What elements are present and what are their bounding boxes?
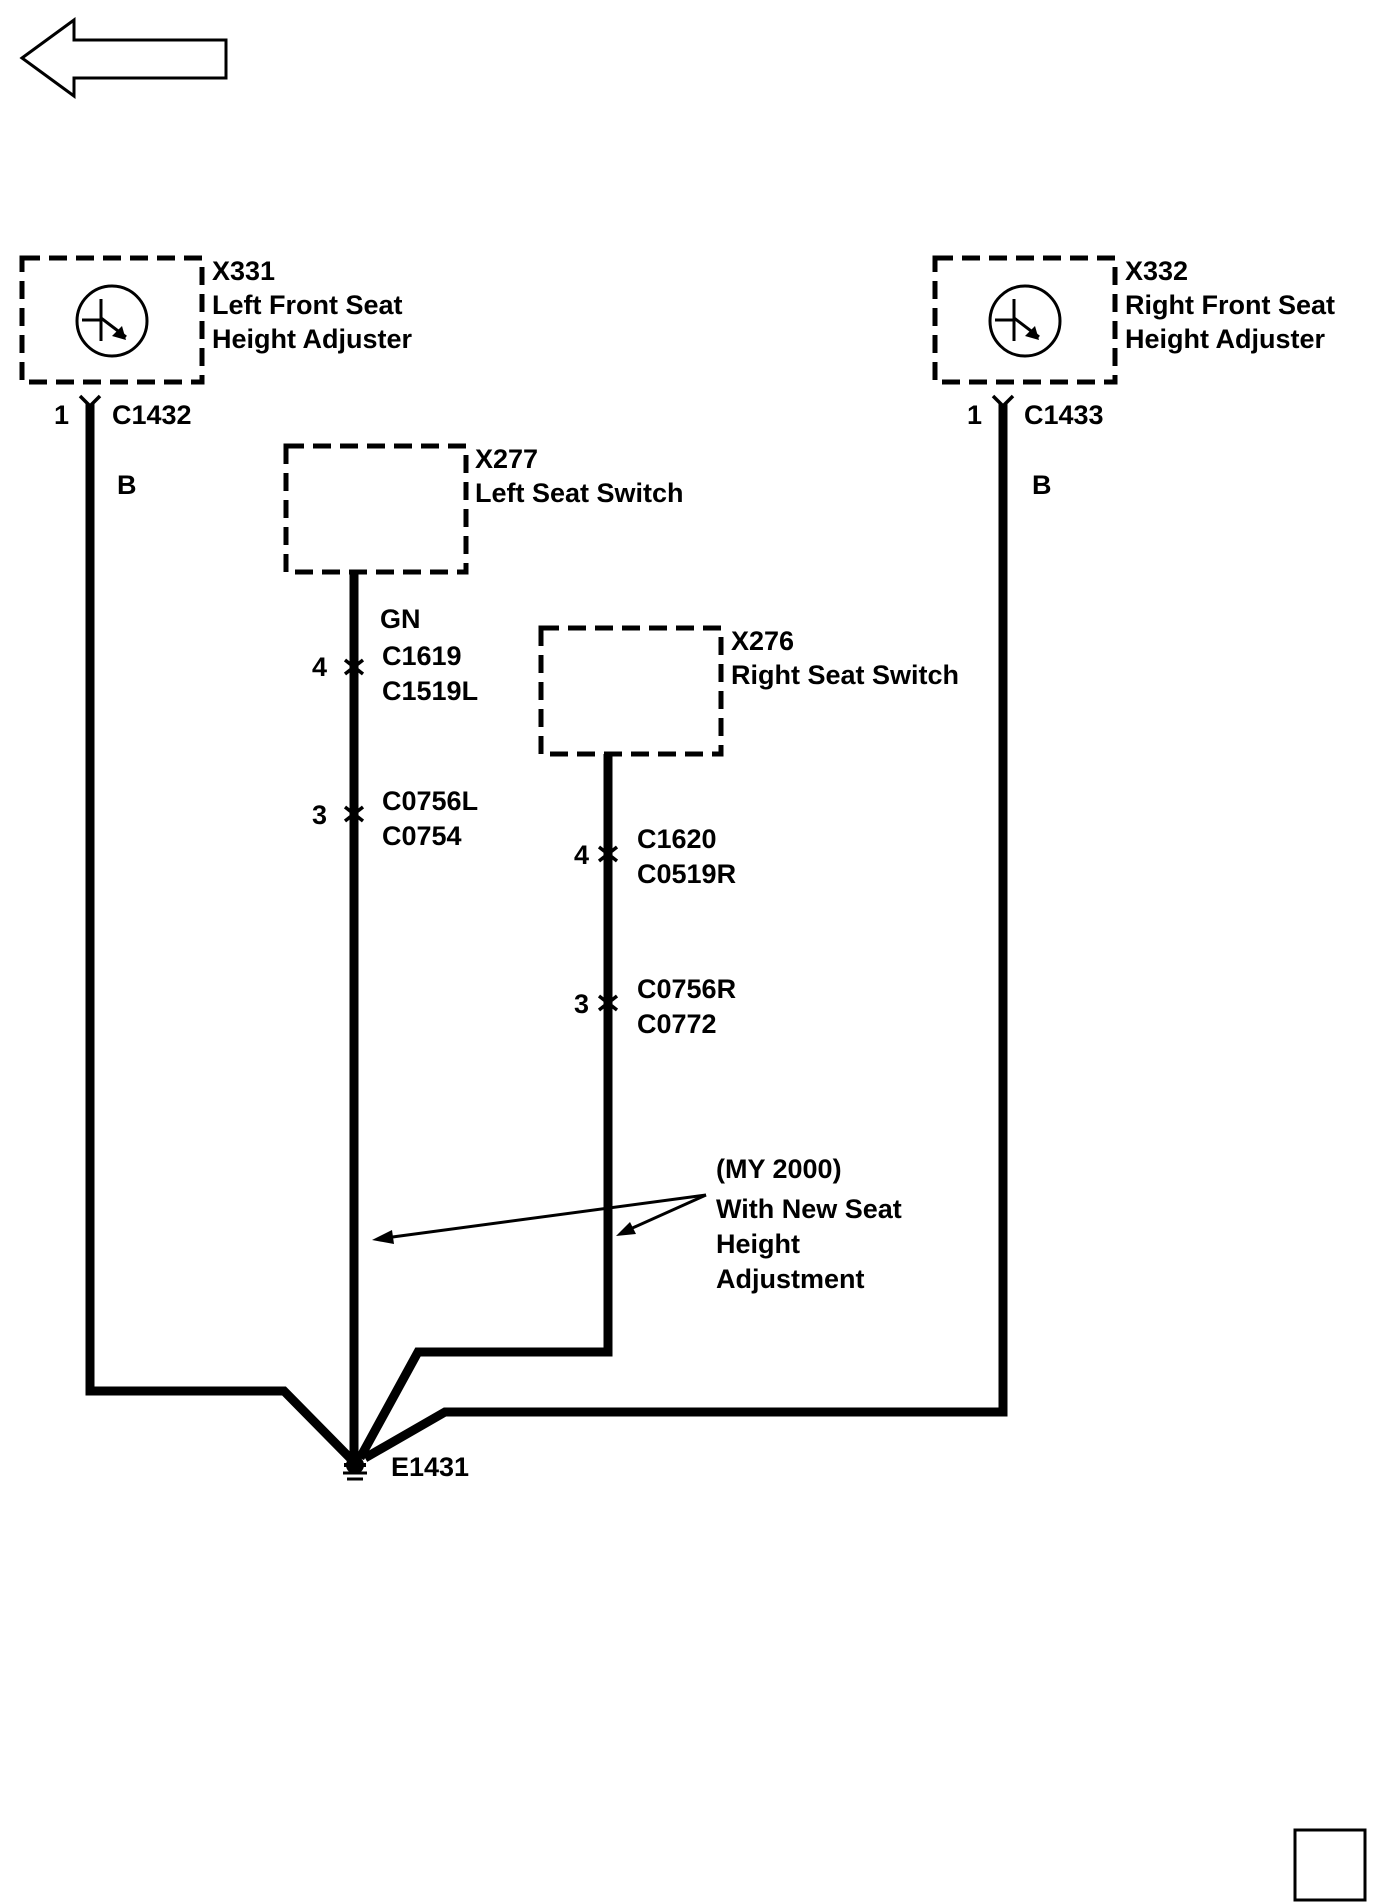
inline-connector-right-lower: 3 C0756R C0772 [574, 974, 736, 1039]
left-upper-line2: C1519L [382, 676, 478, 706]
inline-connector-left-lower: 3 C0756L C0754 [312, 786, 478, 851]
ground-symbol-icon [343, 1456, 367, 1481]
note-line3: Height [716, 1229, 800, 1259]
wire-right-color: B [1032, 470, 1052, 500]
motor-symbol-icon [75, 284, 149, 358]
right-lower-pin: 3 [574, 989, 589, 1019]
wire-left-color: B [117, 470, 137, 500]
x276-id: X276 [731, 626, 794, 656]
left-lower-line1: C0756L [382, 786, 478, 816]
note-line4: Adjustment [716, 1264, 865, 1294]
wires [85, 404, 1008, 1462]
x332-line2: Height Adjuster [1125, 324, 1326, 354]
x332-line1: Right Front Seat [1125, 290, 1335, 320]
component-x277: X277 Left Seat Switch [283, 443, 684, 575]
component-x276: X276 Right Seat Switch [538, 625, 959, 757]
left-lower-pin: 3 [312, 800, 327, 830]
inline-connector-left-upper: 4 C1619 C1519L [312, 641, 478, 706]
right-upper-pin: 4 [574, 840, 589, 870]
note-my2000: (MY 2000) With New Seat Height Adjustmen… [372, 1154, 902, 1294]
motor-symbol-icon [988, 284, 1062, 358]
page-box-icon[interactable] [1293, 1828, 1367, 1902]
x332-connector: C1433 [1024, 400, 1104, 430]
left-upper-line1: C1619 [382, 641, 462, 671]
x331-id: X331 [212, 256, 275, 286]
right-lower-line1: C0756R [637, 974, 736, 1004]
wire-left-switch-color: GN [380, 604, 421, 634]
left-lower-line2: C0754 [382, 821, 462, 851]
ground-id: E1431 [391, 1452, 469, 1482]
x331-line1: Left Front Seat [212, 290, 403, 320]
x277-name: Left Seat Switch [475, 478, 684, 508]
x277-id: X277 [475, 444, 538, 474]
note-line2: With New Seat [716, 1194, 902, 1224]
right-upper-line2: C0519R [637, 859, 736, 889]
note-line1: (MY 2000) [716, 1154, 842, 1184]
component-x331: X331 Left Front Seat Height Adjuster [19, 255, 413, 385]
wire-left-b [85, 404, 354, 1462]
right-lower-line2: C0772 [637, 1009, 717, 1039]
component-x332: X332 Right Front Seat Height Adjuster [932, 255, 1335, 385]
left-upper-pin: 4 [312, 652, 327, 682]
x332-pin: 1 [967, 400, 982, 430]
x331-connector: C1432 [112, 400, 192, 430]
right-upper-line1: C1620 [637, 824, 717, 854]
back-arrow-icon[interactable] [19, 17, 228, 99]
wire-right-b [362, 404, 1008, 1462]
wire-right-switch [356, 754, 613, 1461]
inline-connector-right-upper: 4 C1620 C0519R [574, 824, 736, 889]
x332-id: X332 [1125, 256, 1188, 286]
x276-name: Right Seat Switch [731, 660, 959, 690]
x331-pin: 1 [54, 400, 69, 430]
x331-line2: Height Adjuster [212, 324, 413, 354]
